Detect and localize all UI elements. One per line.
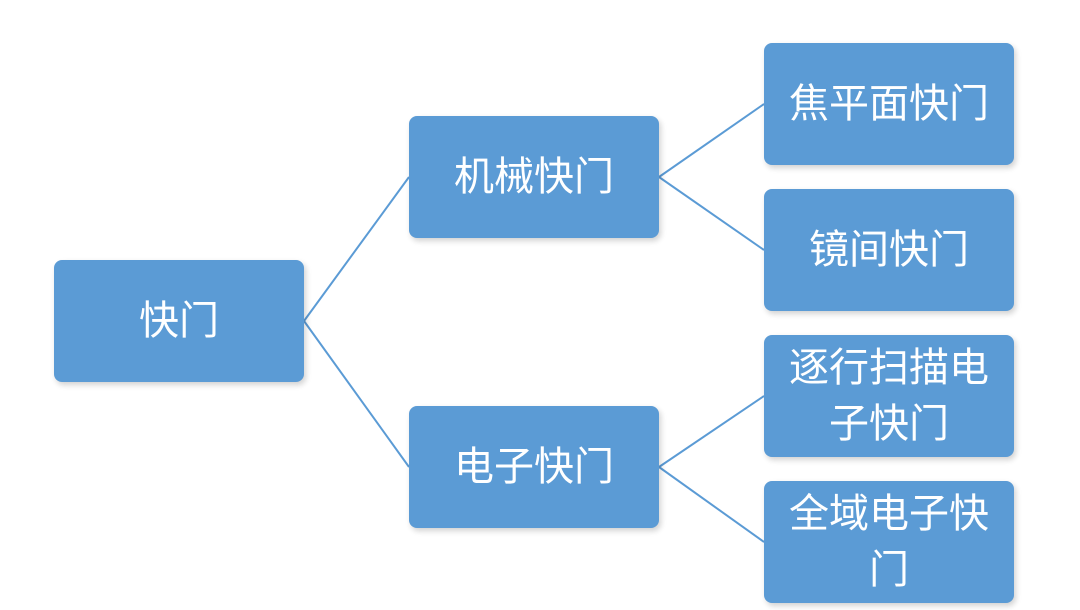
node-electronic-shutter-label: 电子快门 xyxy=(454,444,614,490)
connector-root-mechanical xyxy=(303,176,410,322)
connector-mechanical-leaf xyxy=(658,176,765,251)
node-leaf-shutter: 镜间快门 xyxy=(764,189,1014,311)
node-mechanical-shutter: 机械快门 xyxy=(409,116,659,238)
connector-electronic-global xyxy=(658,466,765,543)
node-shutter: 快门 xyxy=(54,260,304,382)
node-shutter-label: 快门 xyxy=(139,298,219,344)
node-focal-plane-shutter: 焦平面快门 xyxy=(764,43,1014,165)
node-electronic-shutter: 电子快门 xyxy=(409,406,659,528)
connector-mechanical-focal-plane xyxy=(658,103,765,178)
node-leaf-shutter-label: 镜间快门 xyxy=(809,227,969,273)
node-rolling-electronic-shutter: 逐行扫描电子快门 xyxy=(764,335,1014,457)
connector-electronic-rolling xyxy=(658,395,765,468)
node-global-electronic-shutter: 全域电子快门 xyxy=(764,481,1014,603)
connector-root-electronic xyxy=(303,320,410,468)
node-focal-plane-shutter-label: 焦平面快门 xyxy=(789,81,989,127)
node-mechanical-shutter-label: 机械快门 xyxy=(454,154,614,200)
node-rolling-electronic-shutter-label: 逐行扫描电子快门 xyxy=(789,345,989,447)
node-global-electronic-shutter-label: 全域电子快门 xyxy=(789,491,989,593)
